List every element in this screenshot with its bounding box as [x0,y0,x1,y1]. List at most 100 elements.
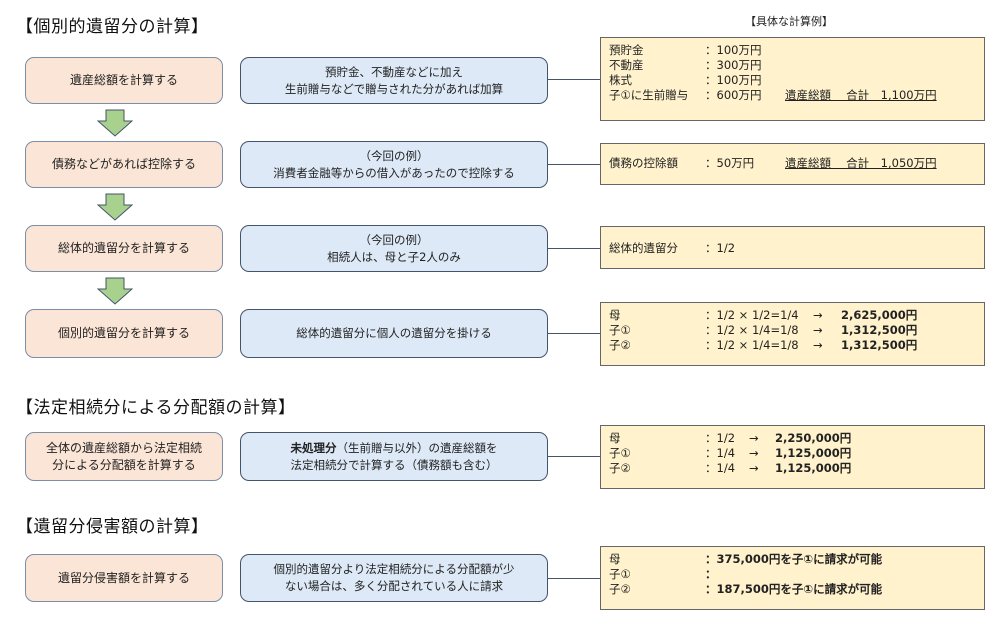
step-deduct-debts: 債務などがあれば控除する [25,141,223,188]
result-value: ：600万円 [705,88,762,102]
result-amount: 2,625,000円 [841,308,918,322]
result-arrow: → [813,308,823,322]
step-infringement-amount: 遺留分侵害額を計算する [25,554,223,602]
note-deduct-debts: （今回の例） 消費者金融等からの借入があったので控除する [240,141,548,188]
note-individual-reserve: 総体的遺留分に個人の遺留分を掛ける [240,309,548,358]
result-individual-reserve: 母 ：1/2 × 1/2=1/4 → 2,625,000円 子① ：1/2 × 1/4=… [600,302,985,366]
result-row: 債務の控除額：50万円遺産総額 合計 1,050万円 [609,156,976,171]
result-deduct-debts: 債務の控除額：50万円遺産総額 合計 1,050万円 [600,143,985,185]
result-value: ：50万円 [705,156,755,170]
result-value: ：187,500円を子①に請求が可能 [705,582,883,596]
result-amount: 1,125,000円 [775,461,852,475]
result-label: 母 [609,308,621,322]
result-row: 子② ：1/2 × 1/4=1/8 → 1,312,500円 [609,338,976,353]
connector-line [548,79,600,80]
note-overall-reserve: （今回の例） 相続人は、母と子2人のみ [240,225,548,272]
result-overall-reserve: 総体的遺留分 ：1/2 [600,226,985,269]
result-amount: 2,250,000円 [775,431,852,445]
result-arrow: → [813,338,823,352]
result-row: 不動産 ：300万円 [609,58,976,73]
result-row: 母 ：1/2 × 1/2=1/4 → 2,625,000円 [609,308,976,323]
step-label: 債務などがあれば控除する [51,157,196,171]
result-value: ：300万円 [705,58,762,72]
step-label: 総体的遺留分を計算する [57,241,190,255]
result-row: 総体的遺留分 ：1/2 [609,241,976,256]
result-label: 子① [609,446,631,460]
result-row: 子②：1/4→1,125,000円 [609,461,976,476]
note-line: （今回の例） [359,148,429,163]
note-infringement-amount: 個別的遺留分より法定相続分による分配額が少 ない場合は、多く分配されている人に請… [240,554,548,602]
result-amount: 1,312,500円 [841,338,918,352]
result-row: 子① ：1/2 × 1/4=1/8 → 1,312,500円 [609,323,976,338]
step-label: 遺産総額を計算する [69,73,178,87]
result-row: 母 ：375,000円を子①に請求が可能 [609,552,976,567]
result-label: 母 [609,552,621,566]
result-label: 不動産 [609,58,644,72]
down-arrow-icon [97,193,133,221]
section-title-individual-reserve: 【個別的遺留分の計算】 [16,17,209,37]
result-label: 子② [609,338,631,352]
result-label: 株式 [609,73,632,87]
connector-line [548,164,600,165]
example-label: 【具体な計算例】 [745,15,833,28]
note-line: 生前贈与などで贈与された分があれば加算 [284,81,504,96]
result-value: ：1/2 [705,241,736,255]
note-line: 法定相続分で計算する（債務額も含む） [290,457,498,472]
step-individual-reserve: 個別的遺留分を計算する [25,309,223,358]
result-label: 子①に生前贈与 [609,88,689,102]
note-text: （生前贈与以外）の遺産総額を [336,440,498,455]
section-title-infringement: 【遺留分侵害額の計算】 [16,517,209,537]
result-statutory-distribution: 母 ：1/2 → 2,250,000円 子① ：1/4 → 1,125,000円 子② ：1/… [600,425,985,489]
result-label: 預貯金 [609,43,644,57]
result-label: 総体的遺留分 [609,241,678,255]
connector-line [548,578,600,579]
result-label: 子① [609,323,631,337]
result-row: 株式 ：100万円 [609,73,976,88]
step-overall-reserve: 総体的遺留分を計算する [25,225,223,272]
note-line: 未処理分（生前贈与以外）の遺産総額を [291,440,498,457]
result-formula: ：1/4 [705,461,736,475]
result-formula: ：1/2 [705,431,736,445]
result-arrow: → [749,446,759,460]
connector-line [548,248,600,249]
result-total: 遺産総額 合計 1,050万円 [785,156,937,170]
step-total-estate: 遺産総額を計算する [25,57,223,104]
note-statutory-distribution: 未処理分（生前贈与以外）の遺産総額を 法定相続分で計算する（債務額も含む） [240,432,548,481]
result-label: 母 [609,431,621,445]
result-row: 子①： [609,567,976,582]
result-formula: ：1/2 × 1/2=1/4 [705,308,799,322]
result-row: 子①に生前贈与 ：600万円 遺産総額 合計 1,100万円 [609,88,976,103]
result-amount: 1,312,500円 [841,323,918,337]
connector-line [548,333,600,334]
result-label: 子② [609,582,631,596]
step-statutory-distribution: 全体の遺産総額から法定相続 分による分配額を計算する [25,432,223,481]
section-title-statutory-share: 【法定相続分による分配額の計算】 [16,398,296,418]
step-label: 分による分配額を計算する [52,457,196,472]
down-arrow-icon [97,109,133,137]
result-row: 子② ：187,500円を子①に請求が可能 [609,582,976,597]
step-label: 個別的遺留分を計算する [57,326,190,340]
result-formula: ：1/2 × 1/4=1/8 [705,338,799,352]
result-formula: ：1/4 [705,446,736,460]
note-line: ない場合は、多く分配されている人に請求 [284,579,504,593]
result-value: ：375,000円を子①に請求が可能 [705,552,883,566]
note-line: 消費者金融等からの借入があったので控除する [273,165,515,180]
note-line: （今回の例） [359,232,429,247]
result-arrow: → [749,431,759,445]
step-label-group: 全体の遺産総額から法定相続 分による分配額を計算する [46,440,202,474]
result-total-estate: 預貯金 ：100万円 不動産 ：300万円 株式 ：100万円 子①に生前贈与 ：600… [600,37,985,121]
note-line: 総体的遺留分に個人の遺留分を掛ける [296,326,492,340]
result-infringement-amount: 母 ：375,000円を子①に請求が可能 子①： 子② ：187,500円を子①に請… [600,546,985,610]
connector-line [548,456,600,457]
result-value: ：100万円 [705,43,762,57]
result-arrow: → [813,323,823,337]
note-line: 個別的遺留分より法定相続分による分配額が少 [273,562,515,576]
result-value: ：100万円 [705,73,762,87]
result-formula: ：1/2 × 1/4=1/8 [705,323,799,337]
result-amount: 1,125,000円 [775,446,852,460]
result-label: 子② [609,461,631,475]
result-total: 遺産総額 合計 1,100万円 [785,88,937,102]
note-bold-term: 未処理分 [290,440,337,455]
step-label: 遺留分侵害額を計算する [57,570,190,585]
result-row: 子① ：1/4 → 1,125,000円 [609,446,976,461]
